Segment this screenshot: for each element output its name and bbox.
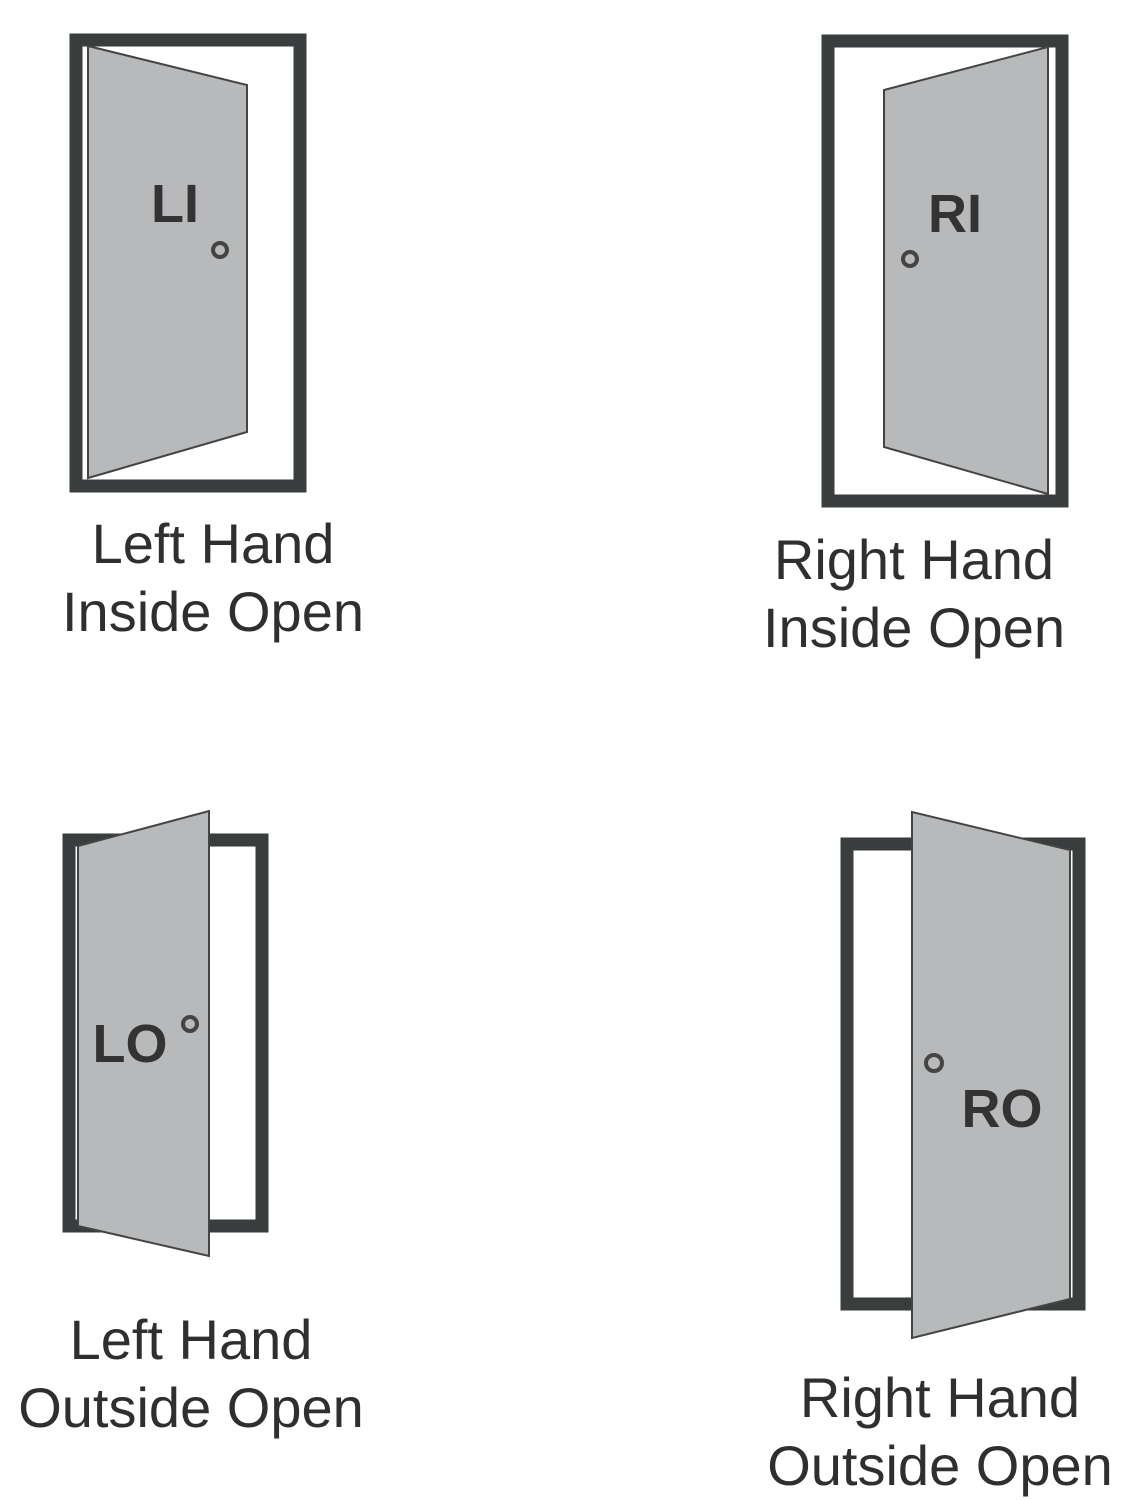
caption-line-1: Left Hand	[91, 512, 335, 575]
door-right-hand-inside-open: RI	[821, 34, 1069, 508]
caption-line-2: Outside Open	[767, 1434, 1113, 1497]
door-code-label: LO	[93, 1014, 168, 1074]
door-right-hand-outside-open: RO	[840, 810, 1086, 1340]
caption-line-1: Right Hand	[799, 1366, 1081, 1429]
door-frame	[69, 33, 307, 493]
caption-right-hand-inside-open: Right Hand Inside Open	[694, 526, 1132, 662]
door-left-hand-outside-open: LO	[62, 809, 269, 1258]
door-code-label: LI	[151, 174, 199, 234]
caption-line-2: Inside Open	[763, 596, 1065, 659]
caption-line-2: Inside Open	[62, 580, 364, 643]
door-left-hand-inside-open: LI	[69, 33, 307, 493]
door-panel	[87, 44, 248, 480]
caption-line-1: Right Hand	[773, 528, 1055, 591]
door-panel	[911, 810, 1071, 1340]
caption-left-hand-outside-open: Left Hand Outside Open	[0, 1306, 382, 1442]
caption-line-2: Outside Open	[18, 1376, 364, 1439]
door-knob	[211, 241, 229, 259]
door-code-label: RO	[962, 1079, 1043, 1139]
door-panel	[77, 809, 210, 1258]
door-panel	[883, 45, 1049, 496]
caption-right-hand-outside-open: Right Hand Outside Open	[748, 1364, 1132, 1500]
door-frame	[821, 34, 1069, 508]
door-knob	[181, 1015, 199, 1033]
caption-line-1: Left Hand	[69, 1308, 313, 1371]
door-knob	[924, 1053, 944, 1073]
door-code-label: RI	[928, 184, 982, 244]
door-knob	[901, 250, 919, 268]
caption-left-hand-inside-open: Left Hand Inside Open	[0, 510, 426, 646]
